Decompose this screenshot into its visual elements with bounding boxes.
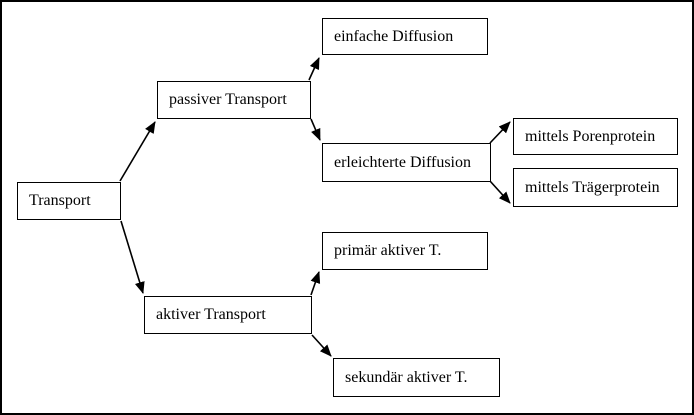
node-einfache-diffusion: einfache Diffusion: [322, 18, 488, 55]
edge-passiver-to-einfache-diffusion: [308, 57, 320, 81]
node-sekundaer-aktiver-t-label: sekundär aktiver T.: [345, 368, 468, 386]
node-transport-label: Transport: [29, 192, 91, 209]
node-passiver-transport-label: passiver Transport: [169, 91, 287, 108]
edge-erleichterte-to-porenprotein: [489, 121, 511, 144]
edge-passiver-to-erleichterte-diffusion: [310, 118, 321, 141]
node-erleichterte-diffusion: erleichterte Diffusion: [322, 143, 491, 182]
node-aktiver-transport: aktiver Transport: [144, 296, 312, 334]
edge-transport-to-aktiver-transport: [120, 220, 145, 294]
node-mittels-traegerprotein-label: mittels Trägerprotein: [525, 178, 660, 196]
node-primaer-aktiver-t-label: primär aktiver T.: [334, 242, 442, 259]
node-aktiver-transport-label: aktiver Transport: [156, 306, 266, 323]
edge-erleichterte-to-traegerprotein: [489, 180, 511, 204]
node-mittels-traegerprotein: mittels Trägerprotein: [513, 168, 678, 207]
edge-transport-to-passiver-transport: [119, 121, 156, 182]
node-mittels-porenprotein: mittels Porenprotein: [513, 118, 678, 155]
node-sekundaer-aktiver-t: sekundär aktiver T.: [333, 358, 500, 397]
node-einfache-diffusion-label: einfache Diffusion: [334, 27, 454, 45]
node-transport: Transport: [17, 182, 121, 220]
node-erleichterte-diffusion-label: erleichterte Diffusion: [334, 153, 471, 171]
edge-aktiver-to-sekundaer: [311, 334, 332, 357]
edge-aktiver-to-primaer: [310, 271, 321, 296]
node-primaer-aktiver-t: primär aktiver T.: [322, 232, 488, 270]
node-passiver-transport: passiver Transport: [157, 81, 311, 119]
node-mittels-porenprotein-label: mittels Porenprotein: [525, 127, 656, 145]
